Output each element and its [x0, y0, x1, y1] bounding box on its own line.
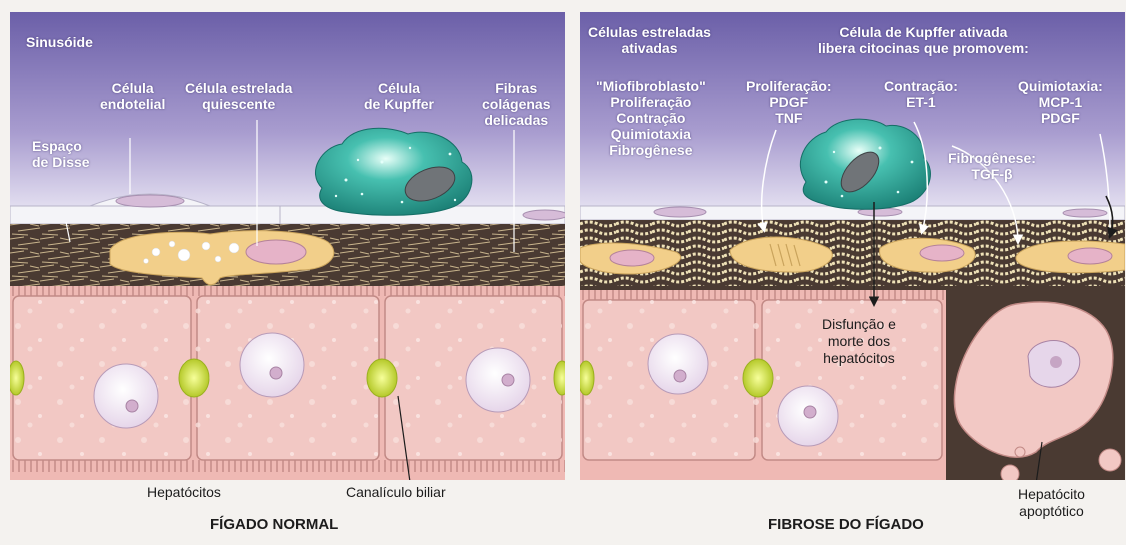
- endothelial-cell-label: Célula endotelial: [100, 80, 165, 112]
- sinusoid-label: Sinusóide: [26, 34, 93, 50]
- contraction-label: Contração: ET-1: [884, 78, 958, 110]
- fibrogenesis-label: Fibrogênese: TGF-β: [948, 150, 1036, 182]
- fibrosis-panel: Células estreladas ativadas Célula de Ku…: [580, 12, 1125, 480]
- activated-kupffer-label: Célula de Kupffer ativada libera citocin…: [818, 24, 1029, 56]
- bile-canaliculus-label: Canalículo biliar: [346, 484, 446, 501]
- hepatocyte-dysfunction-label: Disfunção e morte dos hepatócitos: [822, 316, 896, 367]
- chemotaxis-label: Quimiotaxia: MCP-1 PDGF: [1018, 78, 1103, 126]
- apoptotic-hepatocyte-label: Hepatócito apoptótico: [1018, 486, 1085, 520]
- quiescent-stellate-cell-label: Célula estrelada quiescente: [185, 80, 292, 112]
- normal-liver-title: FÍGADO NORMAL: [210, 516, 338, 533]
- myofibroblast-functions-label: "Miofibroblasto" Proliferação Contração …: [596, 78, 706, 158]
- proliferation-label: Proliferação: PDGF TNF: [746, 78, 832, 126]
- fibrosis-title: FIBROSE DO FÍGADO: [768, 516, 924, 533]
- collagen-fibers-label: Fibras colágenas delicadas: [482, 80, 550, 128]
- hepatocytes-label: Hepatócitos: [147, 484, 221, 501]
- normal-liver-panel: Sinusóide Célula endotelial Célula estre…: [10, 12, 565, 480]
- disse-space-label: Espaço de Disse: [32, 138, 90, 170]
- activated-stellate-label: Células estreladas ativadas: [588, 24, 711, 56]
- kupffer-cell-label: Célula de Kupffer: [364, 80, 434, 112]
